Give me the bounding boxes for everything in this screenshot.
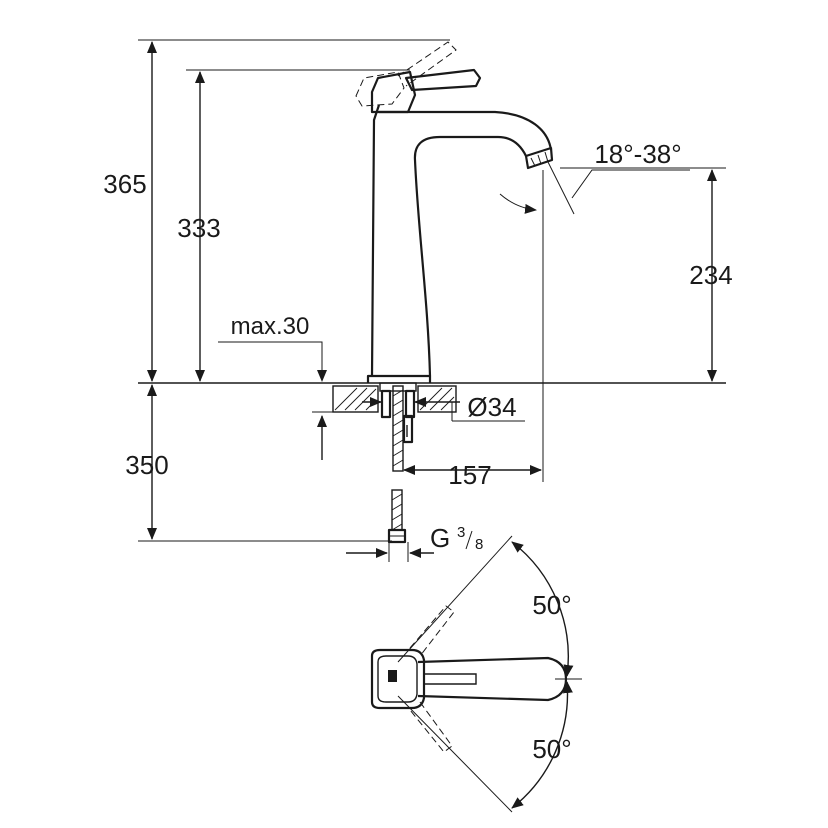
thread-g-label: G <box>430 523 450 553</box>
swivel-lower-label: 50° <box>532 734 571 764</box>
dimension-234: 234 <box>560 167 733 382</box>
top-view: 50° 50° <box>370 535 582 813</box>
dim-350-label: 350 <box>125 450 168 480</box>
mounting-section <box>332 382 457 562</box>
dimension-max30: max.30 <box>218 313 352 460</box>
dim-max30-label: max.30 <box>231 313 310 340</box>
dim-333-label: 333 <box>177 213 220 243</box>
dimension-diameter: Ø34 <box>362 392 525 422</box>
faucet-body <box>355 41 554 383</box>
dim-157-label: 157 <box>448 460 491 490</box>
dimension-157: 157 <box>403 170 544 490</box>
dim-365-label: 365 <box>103 169 146 199</box>
dimension-350: 350 <box>125 384 392 542</box>
thread-denominator: 8 <box>475 536 483 553</box>
swivel-upper-label: 50° <box>532 590 571 620</box>
dimension-365: 365 <box>103 39 450 382</box>
angle-range-label: 18°-38° <box>594 139 681 169</box>
dimension-thread: G 3 8 <box>346 523 483 558</box>
dimension-333: 333 <box>177 69 410 382</box>
thread-numerator: 3 <box>457 524 465 541</box>
dim-diameter-label: Ø34 <box>467 392 516 422</box>
dim-234-label: 234 <box>689 260 732 290</box>
dimension-angle: 18°-38° <box>499 139 690 215</box>
